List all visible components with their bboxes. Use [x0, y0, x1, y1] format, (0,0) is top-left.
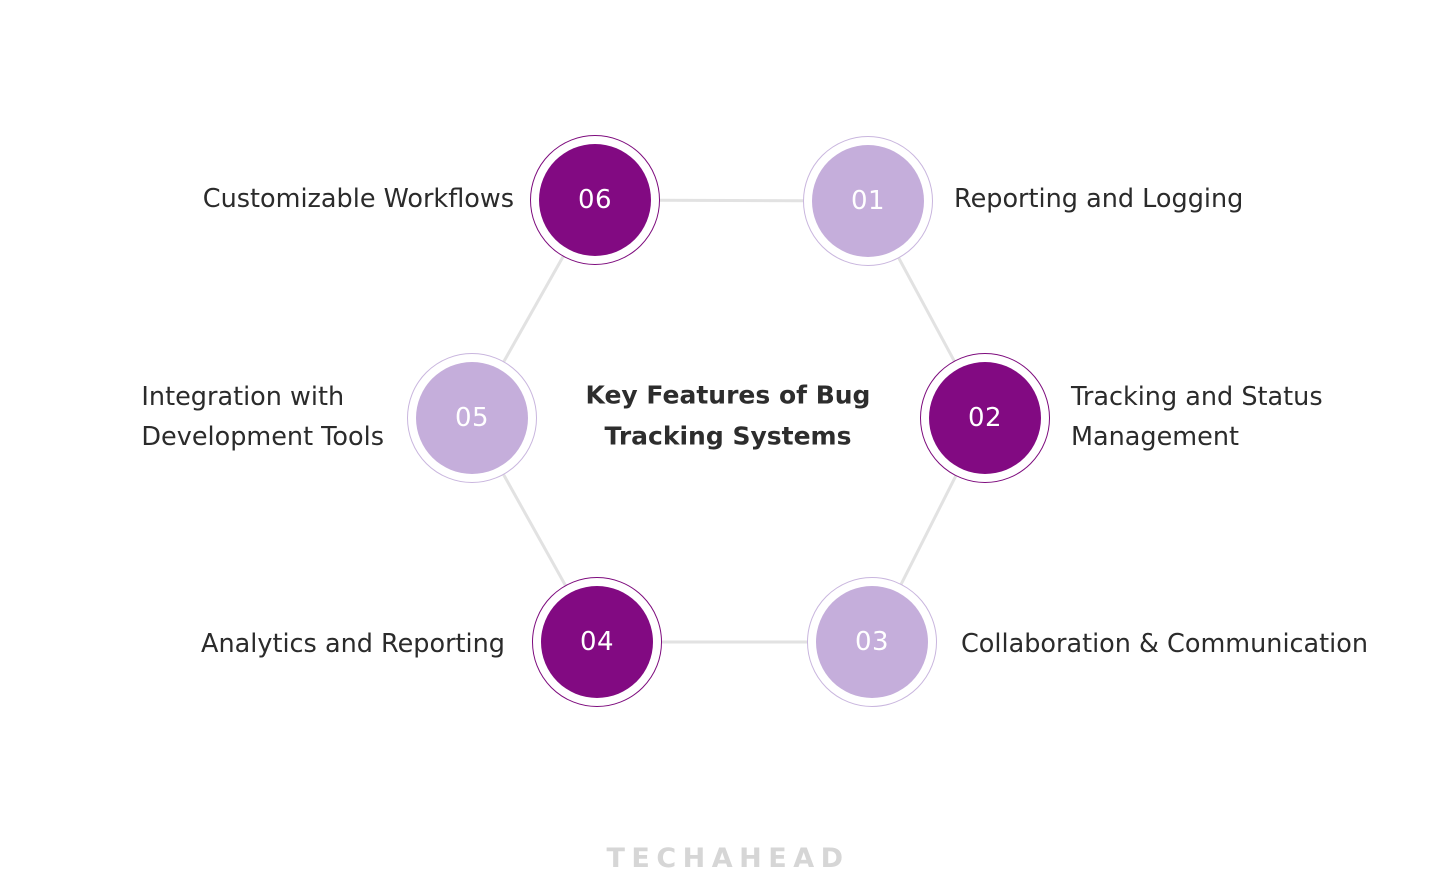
node-disc-05: 05	[416, 362, 528, 474]
node-number-04: 04	[579, 627, 615, 657]
node-number-02: 02	[967, 403, 1003, 433]
center-title: Key Features of Bug Tracking Systems	[585, 380, 871, 451]
watermark-techahead: TECHAHEAD	[606, 843, 850, 874]
node-circle-06[interactable]: 06	[530, 135, 660, 265]
node-disc-01: 01	[812, 145, 924, 257]
node-label-03: Collaboration & Communication	[961, 629, 1369, 660]
node-label-01: Reporting and Logging	[954, 184, 1244, 215]
node-circle-03[interactable]: 03	[807, 577, 937, 707]
node-number-03: 03	[854, 627, 890, 657]
node-circle-02[interactable]: 02	[920, 353, 1050, 483]
node-number-06: 06	[577, 185, 613, 215]
node-label-02: Tracking and Status Management	[1071, 382, 1323, 452]
node-disc-04: 04	[541, 586, 653, 698]
node-disc-03: 03	[816, 586, 928, 698]
connector-02-03	[899, 474, 958, 586]
node-circle-04[interactable]: 04	[532, 577, 662, 707]
node-number-05: 05	[454, 403, 490, 433]
node-circle-01[interactable]: 01	[803, 136, 933, 266]
connector-06-01	[658, 198, 805, 203]
connector-01-02	[897, 256, 956, 363]
node-label-04: Analytics and Reporting	[201, 629, 505, 660]
node-label-05: Integration with Development Tools	[141, 382, 384, 452]
node-circle-05[interactable]: 05	[407, 353, 537, 483]
node-number-01: 01	[850, 186, 886, 216]
connector-04-05	[502, 473, 567, 587]
connector-05-06	[502, 255, 565, 363]
node-disc-06: 06	[539, 144, 651, 256]
node-disc-02: 02	[929, 362, 1041, 474]
node-label-06: Customizable Workflows	[202, 184, 514, 215]
